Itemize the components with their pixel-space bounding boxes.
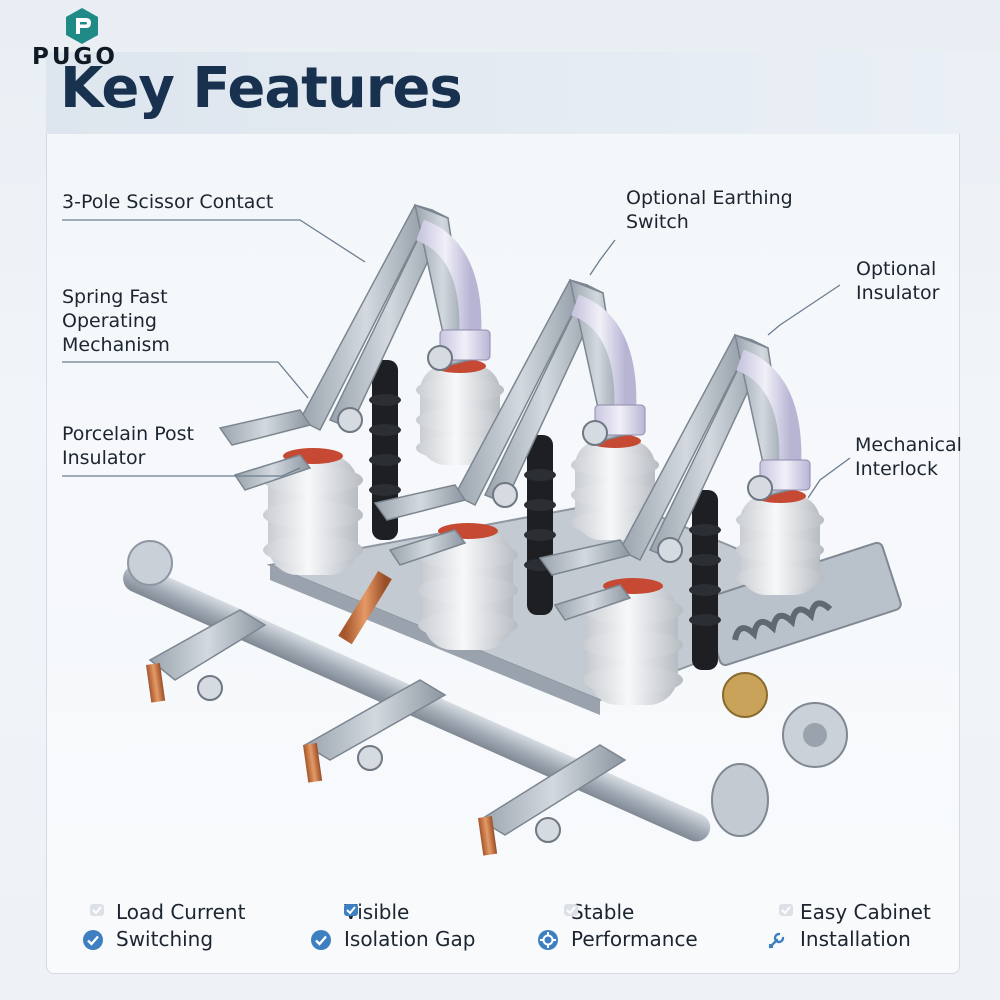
check-box-icon — [564, 904, 578, 916]
callout-scissor-contact: 3-Pole Scissor Contact — [62, 191, 274, 213]
feature-label: Visible Isolation Gap — [344, 900, 476, 951]
callout-mechanical-interlock: Mechanical Interlock — [855, 434, 962, 480]
brand-logo: PUGO — [28, 6, 138, 70]
callout-optional-insulator: Optional Insulator — [856, 258, 940, 304]
header-band — [46, 52, 1000, 134]
pugo-logo-icon — [66, 8, 98, 44]
feature-visible-isolation-gap: Visible Isolation Gap — [310, 896, 475, 956]
feature-easy-cabinet-installation: Easy Cabinet Installation — [766, 896, 931, 956]
page-title: Key Features — [60, 56, 463, 121]
shield-gear-icon — [538, 930, 558, 950]
check-box-icon — [90, 904, 104, 916]
feature-label: Easy Cabinet Installation — [800, 900, 931, 951]
check-box-icon — [779, 904, 793, 916]
check-circle-icon — [83, 930, 103, 950]
check-circle-icon — [311, 930, 331, 950]
check-box-icon — [344, 904, 358, 916]
feature-load-current-switching: Load Current Switching — [82, 896, 245, 956]
callout-porcelain-insulator: Porcelain Post Insulator — [62, 423, 194, 469]
wrench-icon — [768, 932, 785, 949]
feature-label: Stable Performance — [571, 900, 698, 951]
callout-earthing-switch: Optional Earthing Switch — [626, 187, 793, 233]
feature-label: Load Current Switching — [116, 900, 246, 951]
brand-name: PUGO — [32, 44, 118, 70]
callout-spring-mechanism: Spring Fast Operating Mechanism — [62, 286, 170, 356]
feature-stable-performance: Stable Performance — [537, 896, 698, 956]
